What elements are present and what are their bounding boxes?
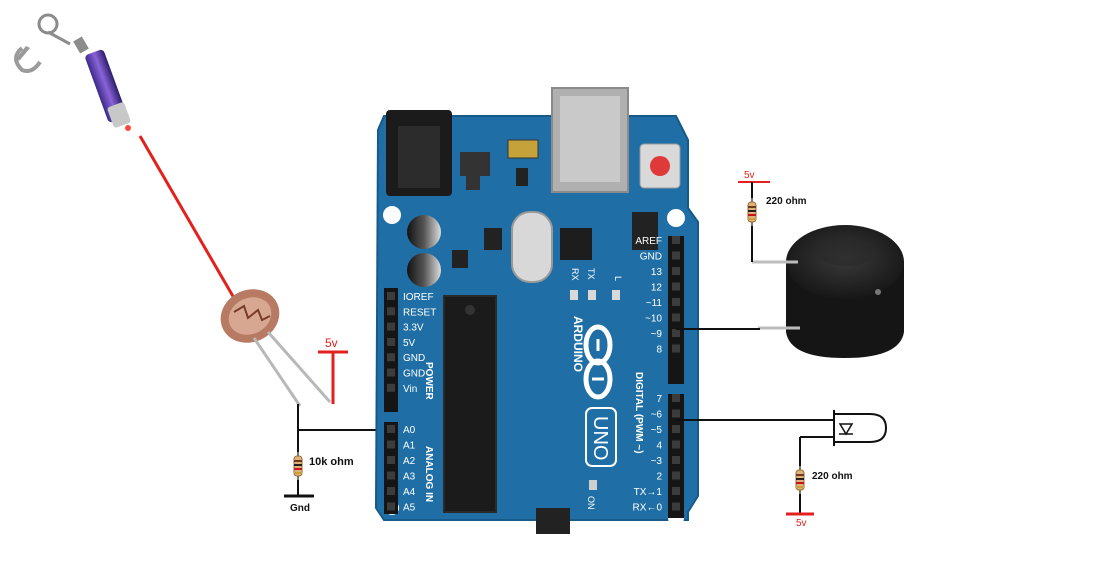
buzzer-supply-label: 5v [744, 170, 755, 181]
arduino-logo [583, 324, 613, 400]
pin-socket [672, 236, 680, 244]
arduino-logo-text: ARDUINO [571, 316, 585, 372]
pin-socket [672, 267, 680, 275]
led-resistor-label: 220 ohm [812, 471, 853, 482]
pin-socket [672, 440, 680, 449]
power-header [384, 288, 398, 412]
pin-socket [387, 487, 395, 495]
buzzer-icon [752, 225, 904, 358]
led-icon [833, 410, 888, 446]
pin-socket [672, 471, 680, 480]
l-led-label: L [613, 276, 623, 281]
analog-header-title: ANALOG IN [423, 446, 434, 502]
resistor-icon [747, 197, 757, 227]
pin-label: 3.3V [403, 323, 424, 334]
led-supply-label: 5v [796, 518, 807, 529]
pin-label: ~10 [645, 314, 662, 325]
pin-label: 8 [656, 345, 662, 356]
pin-socket [672, 456, 680, 464]
pin-label: A1 [403, 441, 416, 452]
ldr-supply-label: 5v [325, 336, 338, 350]
pin-socket [672, 502, 680, 511]
pin-label: ~11 [646, 298, 663, 309]
ground-label: Gnd [290, 503, 310, 514]
pin-socket [672, 298, 680, 306]
pin-label: GND [403, 369, 425, 380]
pin-label: ~3 [651, 456, 663, 467]
pin-label: Vin [403, 384, 417, 395]
pin-socket [387, 337, 395, 346]
ldr-supply-symbol: 5v [318, 336, 348, 404]
pin-label: RESET [403, 307, 436, 318]
led-wiring: 220 ohm 5v [676, 419, 853, 529]
pin-socket [672, 251, 680, 260]
pin-label: IOREF [403, 292, 434, 303]
pin-label: 7 [656, 394, 662, 405]
pin-socket [387, 307, 395, 316]
pin-socket [672, 409, 680, 418]
pin-socket [387, 322, 395, 331]
on-label: ON [586, 496, 596, 510]
pin-socket [672, 425, 680, 433]
ldr-resistor-label: 10k ohm [309, 456, 354, 468]
laser-beam [138, 135, 236, 299]
pin-socket [672, 313, 680, 322]
tx-led-label: TX [586, 268, 596, 280]
pin-label: A5 [403, 503, 416, 514]
pin-socket [672, 487, 680, 495]
pin-label: 5V [403, 338, 416, 349]
pin-socket [672, 344, 680, 353]
photoresistor-icon [220, 289, 332, 407]
pin-label: GND [403, 353, 425, 364]
uno-badge: UNO [585, 407, 617, 467]
pin-label: GND [640, 252, 662, 263]
pin-label: 2 [656, 472, 662, 483]
power-header-title: POWER [423, 362, 434, 401]
pin-label: ~5 [651, 425, 663, 436]
ldr-divider-wiring: 10k ohm Gnd [284, 404, 392, 514]
digital-pin-labels: AREF GND 13 12 ~11 ~10 ~9 8 7 ~6 ~5 4 ~3 2TX→1RX←0 [633, 236, 680, 514]
uno-text: UNO [589, 416, 611, 460]
pin-label: RX←0 [633, 503, 663, 514]
pin-socket [387, 502, 395, 511]
analog-header [384, 422, 398, 514]
pin-socket [672, 329, 680, 337]
pin-label: A2 [403, 456, 416, 467]
power-pin-labels: IOREF RESET 3.3V 5V GND GND Vin [387, 292, 436, 395]
resistor-icon [795, 465, 805, 495]
pin-label: AREF [635, 236, 662, 247]
arduino-board: ARDUINO UNO ON RX TX L IOREF RESET 3.3V 5V G… [374, 87, 699, 534]
pin-label: A0 [403, 425, 416, 436]
buzzer-resistor-label: 220 ohm [766, 196, 807, 207]
pin-socket [387, 471, 395, 480]
pin-label: A3 [403, 472, 416, 483]
digital-header-title: DIGITAL (PWM ~) [633, 372, 644, 454]
pin-socket [672, 394, 680, 402]
pin-label: ~9 [651, 329, 663, 340]
pin-label: TX→1 [634, 487, 663, 498]
pin-label: 4 [656, 441, 662, 452]
pin-label: ~6 [651, 410, 663, 421]
pin-socket [387, 353, 395, 362]
laser-pointer-icon [14, 13, 131, 131]
pin-label: 12 [651, 283, 663, 294]
rx-led-label: RX [570, 268, 580, 281]
pin-socket [672, 282, 680, 291]
pin-socket [387, 292, 395, 300]
resistor-icon [293, 451, 303, 481]
pin-socket [387, 368, 395, 377]
pin-socket [387, 383, 395, 392]
pin-label: 13 [651, 267, 663, 278]
pin-label: A4 [403, 487, 416, 498]
buzzer-wiring: 5v 220 ohm [676, 170, 807, 330]
pin-socket [387, 456, 395, 464]
pin-socket [387, 425, 395, 433]
pin-socket [387, 440, 395, 449]
